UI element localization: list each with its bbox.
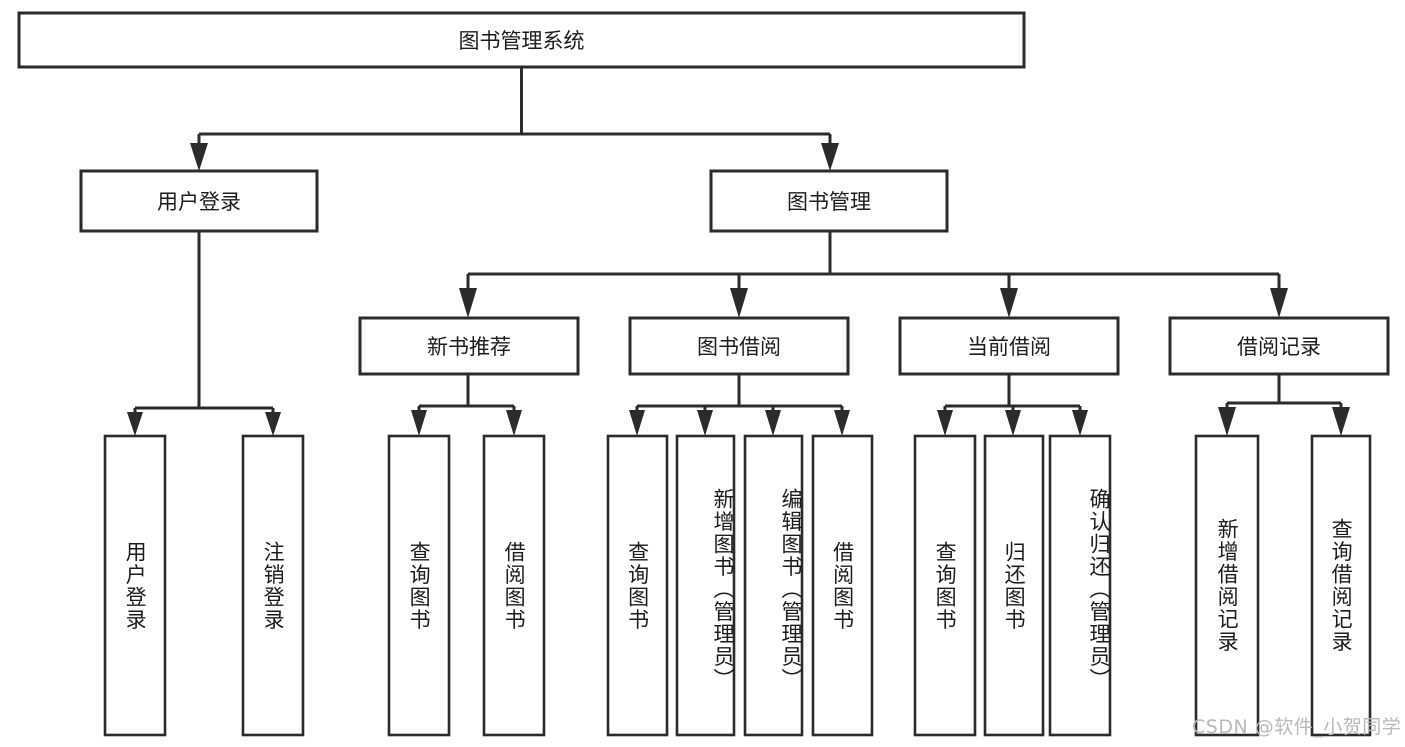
node-box-book-manage[interactable]: [709, 169, 949, 233]
node-box-new-book-recommend[interactable]: [358, 316, 580, 376]
arrow-head-current-borrow: [1000, 288, 1018, 318]
connector-group-bookborrow-to-leaves: [629, 374, 850, 436]
connector-group-root-to-level2: [190, 67, 839, 171]
connector-group-bookmanage-to-level3: [459, 231, 1288, 318]
node-label-current-borrow: 当前借阅: [967, 335, 1051, 359]
connector-group-newbook-to-leaves: [411, 374, 522, 436]
arrow-head-leaf-current-borrow-3: [1072, 410, 1088, 436]
arrow-head-book-manage: [821, 143, 839, 171]
leaf-box-book-borrow-4[interactable]: [811, 434, 874, 737]
leaf-box-new-book-1[interactable]: [387, 434, 451, 737]
node-box-current-borrow[interactable]: [898, 316, 1120, 376]
leaf-box-book-borrow-2[interactable]: [675, 434, 736, 737]
arrow-head-leaf-book-borrow-3: [765, 410, 781, 436]
arrow-head-leaf-book-borrow-4: [834, 410, 850, 436]
arrow-head-book-borrow: [730, 288, 748, 318]
arrow-head-leaf-new-book-2: [506, 410, 522, 436]
connector-group-currentborrow-to-leaves: [937, 374, 1088, 436]
arrow-head-leaf-borrow-records-2: [1332, 407, 1350, 436]
arrow-head-new-book: [459, 288, 477, 318]
leaf-box-borrow-records-2[interactable]: [1310, 434, 1372, 737]
node-label-root: 图书管理系统: [459, 29, 585, 53]
arrow-head-leaf-new-book-1: [411, 410, 427, 436]
leaf-box-current-borrow-1[interactable]: [913, 434, 977, 737]
arrow-head-leaf-user-login-2: [265, 412, 281, 436]
arrow-head-leaf-book-borrow-2: [697, 410, 713, 436]
arrow-head-leaf-borrow-records-1: [1218, 407, 1236, 436]
leaf-box-user-login-2[interactable]: [241, 434, 305, 737]
connector-group-borrowrecords-to-leaves: [1218, 374, 1350, 436]
connector-group-booklogin-to-leaves: [127, 231, 281, 436]
leaf-box-user-login-1[interactable]: [103, 434, 167, 737]
node-label-book-borrow: 图书借阅: [697, 335, 781, 359]
leaf-box-borrow-records-1[interactable]: [1194, 434, 1260, 737]
node-box-root[interactable]: [17, 11, 1026, 69]
leaf-box-current-borrow-3[interactable]: [1048, 434, 1112, 737]
leaf-box-book-borrow-3[interactable]: [743, 434, 804, 737]
csdn-watermark: CSDN @软件_小贺同学: [1192, 716, 1402, 738]
arrow-head-leaf-book-borrow-1: [629, 410, 645, 436]
arrow-head-leaf-current-borrow-1: [937, 410, 953, 436]
node-box-borrow-records[interactable]: [1168, 316, 1390, 376]
node-label-new-book-recommend: 新书推荐: [427, 335, 511, 359]
arrow-head-borrow-records: [1270, 288, 1288, 318]
node-label-book-manage: 图书管理: [787, 190, 871, 214]
node-box-book-borrow[interactable]: [628, 316, 850, 376]
arrow-head-leaf-current-borrow-2: [1005, 410, 1021, 436]
arrow-head-user-login: [190, 143, 208, 171]
node-label-borrow-records: 借阅记录: [1237, 335, 1321, 359]
node-label-user-login: 用户登录: [157, 190, 241, 214]
arrow-head-leaf-user-login-1: [127, 412, 143, 436]
leaf-box-current-borrow-2[interactable]: [983, 434, 1045, 737]
leaf-box-book-borrow-1[interactable]: [606, 434, 669, 737]
node-box-user-login[interactable]: [79, 169, 319, 233]
leaf-box-new-book-2[interactable]: [482, 434, 546, 737]
